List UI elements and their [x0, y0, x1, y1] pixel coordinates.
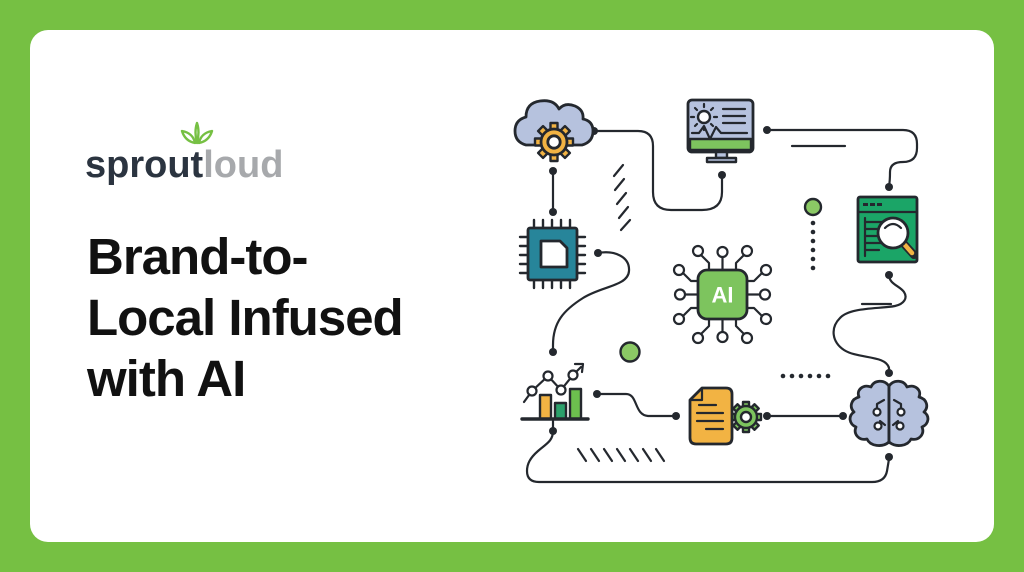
green-dot-center [619, 341, 641, 363]
hatch-marks-top [612, 163, 632, 232]
content-card: sproutloud Brand-to- Local Infused with … [30, 30, 994, 542]
growth-chart-icon [520, 362, 590, 431]
ai-network-illustration: AI [513, 98, 930, 484]
connector-browser-to-brain [832, 271, 907, 377]
brain-circuit-nodes [872, 407, 906, 431]
monitor-pulse-line [690, 124, 749, 141]
cloud-gear-cog [533, 121, 575, 163]
connector-document-to-brain [763, 412, 847, 420]
sprout-leaves-icon [180, 121, 214, 145]
monitor-analytics-icon [686, 98, 755, 164]
connector-monitor-to-browser [763, 126, 919, 191]
ai-chip-pin-nodes [672, 244, 773, 345]
browser-window-dots [863, 203, 882, 206]
dotted-line-horizontal [780, 373, 831, 379]
ai-chip-pins [681, 253, 764, 336]
cloud-gear-icon [513, 99, 595, 163]
connector-chart-to-brain-bottom [525, 427, 893, 484]
document-gear-cog [729, 400, 763, 434]
monitor-stand-base [705, 156, 738, 164]
chart-trend-nodes [526, 369, 579, 397]
connector-cpu-to-chart [549, 249, 631, 356]
document-text-lines [695, 403, 725, 431]
logo-part-sprout: sprout [85, 144, 204, 186]
dotted-line-vertical [810, 220, 816, 271]
logo-text: sproutloud [85, 144, 283, 187]
title-line-2: Local Infused [87, 289, 404, 346]
document-fold [688, 386, 704, 402]
ai-chip-icon: AI [672, 244, 773, 345]
cpu-chip-icon [518, 218, 587, 290]
title-line-3: with AI [87, 350, 246, 407]
connector-chart-to-document [593, 390, 680, 420]
connector-cloud-to-cpu [549, 167, 557, 216]
green-dot-right [803, 197, 823, 217]
page-title: Brand-to- Local Infused with AI [87, 226, 507, 409]
sproutloud-logo: sproutloud [85, 118, 325, 190]
title-line-1: Brand-to- [87, 228, 308, 285]
chart-arrow-head [573, 362, 585, 374]
brain-icon [848, 379, 930, 447]
monitor-list-lines [721, 107, 747, 125]
logo-part-loud: loud [203, 144, 284, 186]
browser-search-icon [856, 195, 919, 264]
hatch-marks-bottom [576, 447, 666, 463]
magnifier-icon [876, 216, 918, 259]
ai-chip-label: AI [712, 283, 734, 308]
document-gear-icon [688, 386, 763, 446]
